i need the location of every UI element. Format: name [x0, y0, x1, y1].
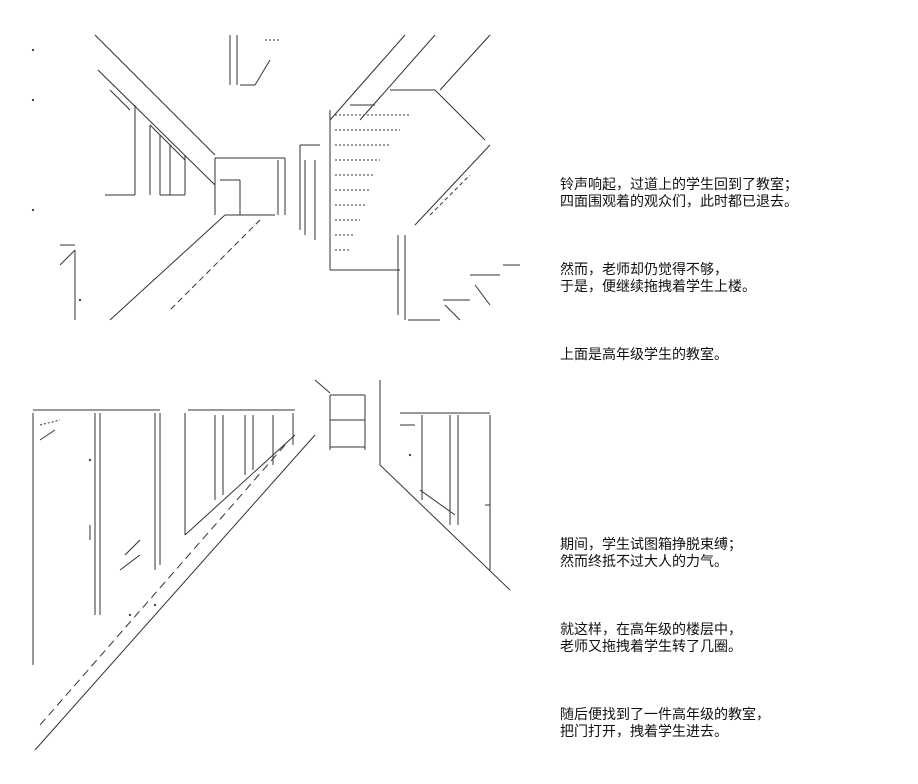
caption-paragraph: 铃声响起，过道上的学生回到了教室； 四面围观着的观众们，此时都已退去。 — [560, 177, 798, 210]
caption-panel-1: 铃声响起，过道上的学生回到了教室； 四面围观着的观众们，此时都已退去。 然而，老… — [560, 143, 900, 381]
caption-paragraph: 然而，老师却仍觉得不够， 于是，便继续拖拽着学生上楼。 — [560, 262, 756, 295]
hallway-ascii-art — [30, 375, 520, 765]
caption-paragraph: 上面是高年级学生的教室。 — [560, 347, 728, 363]
caption-paragraph: 就这样，在高年级的楼层中， 老师又拖拽着学生转了几圈。 — [560, 622, 742, 655]
corridor-ascii-art — [30, 30, 530, 330]
caption-paragraph: 期间，学生试图箱挣脱束缚； 然而终抵不过大人的力气。 — [560, 537, 742, 570]
caption-panel-2: 期间，学生试图箱挣脱束缚； 然而终抵不过大人的力气。 就这样，在高年级的楼层中，… — [560, 503, 900, 758]
caption-paragraph: 随后便找到了一件高年级的教室， 把门打开，拽着学生进去。 — [560, 707, 770, 740]
